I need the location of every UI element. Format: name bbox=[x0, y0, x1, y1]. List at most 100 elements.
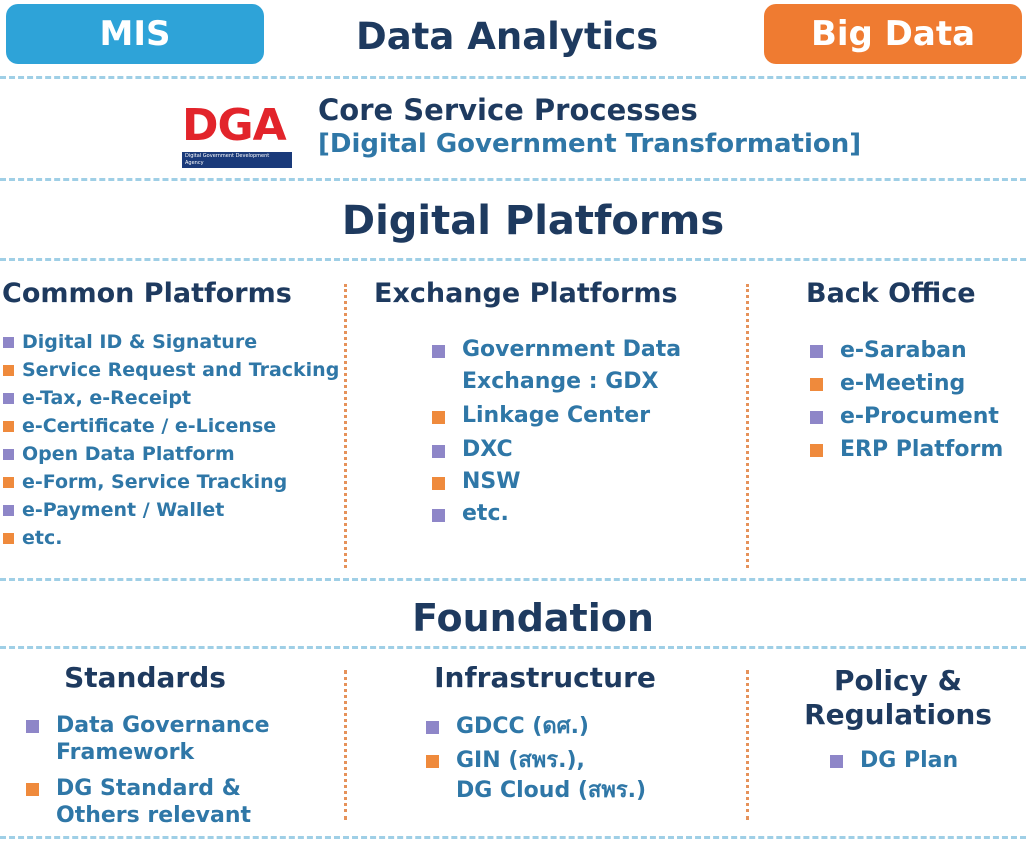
data-analytics-title: Data Analytics bbox=[356, 15, 659, 58]
bullet-icon bbox=[432, 445, 445, 458]
list-item: ERP Platform bbox=[808, 433, 1003, 466]
digital-platforms-title: Digital Platforms bbox=[341, 198, 725, 244]
divider bbox=[0, 646, 1026, 649]
common-platforms-heading: Common Platforms bbox=[2, 278, 292, 309]
list-item-label: Open Data Platform bbox=[22, 443, 235, 465]
divider bbox=[0, 836, 1026, 839]
bullet-icon bbox=[432, 509, 445, 522]
list-item-label: e-Saraban bbox=[840, 338, 967, 363]
column-separator bbox=[746, 284, 749, 568]
divider bbox=[0, 178, 1026, 181]
column-separator bbox=[746, 670, 749, 820]
list-item-label: DG Plan bbox=[860, 748, 959, 773]
bullet-icon bbox=[26, 720, 39, 733]
list-item-label: Data Governance bbox=[56, 713, 270, 738]
list-item: Service Request and Tracking bbox=[0, 356, 339, 384]
list-item-label: Linkage Center bbox=[462, 403, 651, 428]
list-item: DXC bbox=[430, 434, 681, 466]
divider bbox=[0, 258, 1026, 261]
list-item: Linkage Center bbox=[430, 400, 681, 432]
list-item: Exchange : GDX bbox=[430, 366, 681, 398]
list-item-label: e-Payment / Wallet bbox=[22, 499, 225, 521]
list-item-label: Framework bbox=[56, 740, 195, 765]
bullet-icon bbox=[3, 393, 14, 404]
list-item-label: e-Tax, e-Receipt bbox=[22, 387, 192, 409]
dga-logo-tagline: Digital Government Development Agency bbox=[182, 152, 292, 168]
list-item: Framework bbox=[24, 739, 270, 766]
exchange-platforms-heading: Exchange Platforms bbox=[374, 278, 678, 309]
list-item-label: DG Standard & bbox=[56, 776, 241, 801]
list-item: GIN (สพร.), bbox=[424, 746, 646, 776]
column-separator bbox=[344, 284, 347, 568]
list-item-label: Exchange : GDX bbox=[462, 369, 659, 394]
dga-logo-text: DGA bbox=[182, 100, 287, 151]
list-item-label: DXC bbox=[462, 437, 513, 462]
big-data-badge: Big Data bbox=[764, 4, 1022, 64]
core-service-subtitle: [Digital Government Transformation] bbox=[318, 129, 862, 159]
list-item: etc. bbox=[0, 524, 339, 552]
back-office-list: e-Saraban e-Meeting e-Procument ERP Plat… bbox=[808, 334, 1003, 466]
list-item-label: e-Form, Service Tracking bbox=[22, 471, 288, 493]
bullet-icon bbox=[3, 533, 14, 544]
list-item: e-Meeting bbox=[808, 367, 1003, 400]
list-item: Data Governance bbox=[24, 712, 270, 739]
infrastructure-heading: Infrastructure bbox=[434, 661, 656, 694]
foundation-title: Foundation bbox=[412, 596, 654, 640]
bullet-icon bbox=[810, 345, 823, 358]
list-item-label: ERP Platform bbox=[840, 437, 1004, 462]
divider bbox=[0, 76, 1026, 79]
bullet-icon bbox=[426, 755, 439, 768]
policy-list: DG Plan bbox=[828, 746, 958, 776]
infrastructure-list: GDCC (ดศ.) GIN (สพร.), DG Cloud (สพร.) bbox=[424, 712, 646, 806]
list-item: etc. bbox=[430, 498, 681, 530]
bullet-icon bbox=[3, 365, 14, 376]
list-item-label: e-Certificate / e-License bbox=[22, 415, 277, 437]
standards-list: Data Governance Framework DG Standard & … bbox=[24, 712, 270, 829]
bullet-icon bbox=[810, 444, 823, 457]
list-item: e-Tax, e-Receipt bbox=[0, 384, 339, 412]
bullet-icon bbox=[426, 721, 439, 734]
list-item: e-Payment / Wallet bbox=[0, 496, 339, 524]
bullet-icon bbox=[26, 783, 39, 796]
bullet-icon bbox=[3, 449, 14, 460]
exchange-platforms-list: Government Data Exchange : GDX Linkage C… bbox=[430, 334, 681, 530]
list-item-label: GDCC (ดศ.) bbox=[456, 714, 589, 739]
list-item-label: Others relevant bbox=[56, 803, 252, 828]
bullet-icon bbox=[3, 337, 14, 348]
bullet-icon bbox=[830, 755, 843, 768]
list-item: DG Cloud (สพร.) bbox=[424, 776, 646, 806]
back-office-heading: Back Office bbox=[806, 278, 976, 309]
list-item-label: e-Meeting bbox=[840, 371, 966, 396]
list-item: e-Saraban bbox=[808, 334, 1003, 367]
list-item: NSW bbox=[430, 466, 681, 498]
list-item: DG Plan bbox=[828, 746, 958, 776]
mis-label: MIS bbox=[99, 14, 171, 54]
policy-heading: Policy & Regulations bbox=[770, 664, 1026, 732]
list-item: DG Standard & bbox=[24, 775, 270, 802]
list-item-label: GIN (สพร.), bbox=[456, 748, 585, 773]
list-item-label: DG Cloud (สพร.) bbox=[456, 778, 647, 803]
divider bbox=[0, 578, 1026, 581]
bullet-icon bbox=[432, 477, 445, 490]
column-separator bbox=[344, 670, 347, 820]
list-item: Digital ID & Signature bbox=[0, 328, 339, 356]
list-item-label: etc. bbox=[22, 527, 63, 549]
list-item: e-Form, Service Tracking bbox=[0, 468, 339, 496]
bullet-icon bbox=[810, 411, 823, 424]
policy-heading-line-1: Policy & bbox=[834, 664, 962, 697]
list-item: e-Procument bbox=[808, 400, 1003, 433]
bullet-icon bbox=[432, 411, 445, 424]
bullet-icon bbox=[432, 345, 445, 358]
bullet-icon bbox=[810, 378, 823, 391]
core-service-title: Core Service Processes bbox=[318, 93, 698, 127]
bullet-icon bbox=[3, 505, 14, 516]
list-item: e-Certificate / e-License bbox=[0, 412, 339, 440]
list-item-label: Government Data bbox=[462, 337, 682, 362]
big-data-label: Big Data bbox=[810, 14, 976, 54]
bullet-icon bbox=[3, 477, 14, 488]
list-item: GDCC (ดศ.) bbox=[424, 712, 646, 742]
list-item-label: Digital ID & Signature bbox=[22, 331, 258, 353]
list-item-label: etc. bbox=[462, 501, 509, 526]
policy-heading-line-2: Regulations bbox=[804, 698, 992, 731]
dga-logo: DGA Digital Government Development Agenc… bbox=[182, 100, 294, 168]
